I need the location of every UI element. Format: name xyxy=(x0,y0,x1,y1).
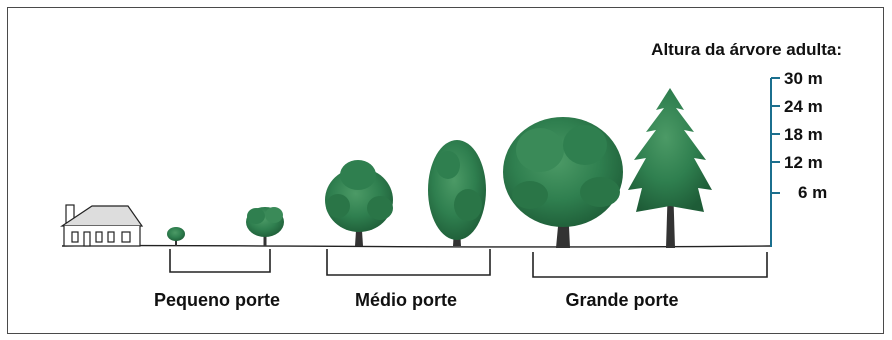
bracket-small xyxy=(169,249,271,273)
bracket-large xyxy=(532,252,768,278)
medium-tree-rounded xyxy=(325,160,393,246)
group-label-large: Grande porte xyxy=(565,290,678,310)
house-illustration xyxy=(60,204,144,247)
small-shrub xyxy=(167,227,185,246)
bracket-medium xyxy=(326,249,491,276)
large-tree-broad xyxy=(503,117,623,248)
small-tree xyxy=(246,207,284,246)
scale-label-24: 24 m xyxy=(784,97,823,116)
diagram-title: Altura da árvore adulta: xyxy=(651,40,842,59)
group-label-medium: Médio porte xyxy=(355,290,457,310)
scale-label-30: 30 m xyxy=(784,69,823,88)
large-tree-conifer xyxy=(628,88,712,248)
scale-label-6: 6 m xyxy=(798,183,827,202)
height-scale: 30 m 24 m 18 m 12 m 6 m xyxy=(770,69,827,247)
group-label-small: Pequeno porte xyxy=(154,290,280,310)
medium-tree-oval xyxy=(428,140,486,246)
scale-label-18: 18 m xyxy=(784,125,823,144)
ground-line xyxy=(61,244,771,248)
scale-label-12: 12 m xyxy=(784,153,823,172)
